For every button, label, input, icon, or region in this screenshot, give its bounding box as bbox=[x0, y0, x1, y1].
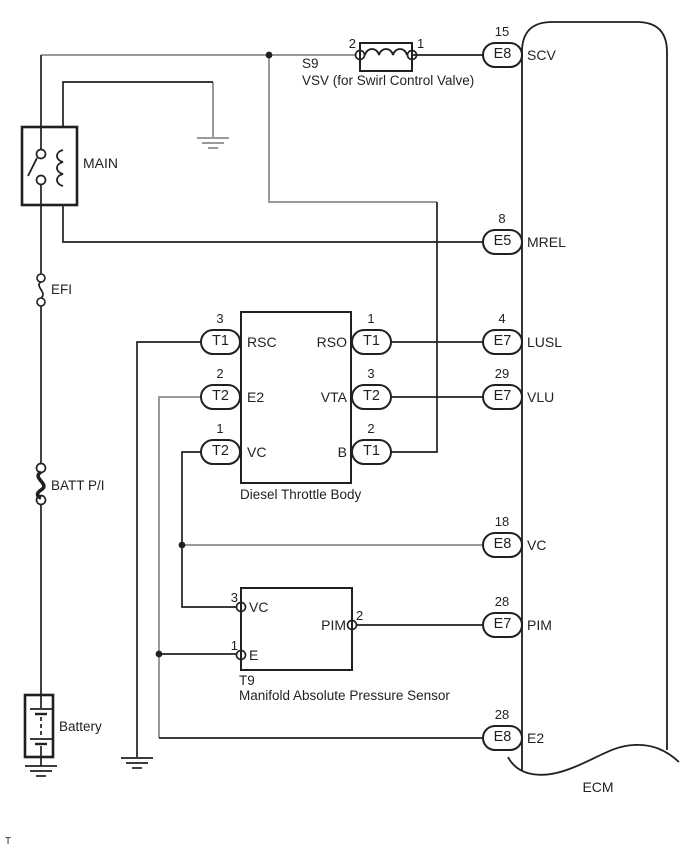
ecm-connector-oval: E7 bbox=[482, 384, 523, 410]
ecm-signal-label: LUSL bbox=[527, 334, 563, 350]
ecm-pin-number: 8 bbox=[498, 211, 506, 226]
main-relay-label: MAIN bbox=[83, 155, 118, 171]
ecm-connector-oval: E8 bbox=[482, 532, 523, 558]
throttle-body-label: Diesel Throttle Body bbox=[240, 487, 362, 502]
map-pin-number-pim: 2 bbox=[356, 608, 364, 623]
tb-connector-oval: T2 bbox=[200, 439, 241, 465]
ecm-connector-oval: E7 bbox=[482, 612, 523, 638]
efi-fuse-symbol bbox=[36, 273, 46, 307]
wires-black bbox=[25, 54, 483, 777]
junction-vsv bbox=[265, 51, 273, 59]
ecm-connector-oval: E8 bbox=[482, 725, 523, 751]
ecm-pin-number: 28 bbox=[494, 594, 510, 609]
vsv-coil-symbol bbox=[364, 48, 408, 56]
map-signal-pim: PIM bbox=[321, 617, 346, 633]
ecm-pin-number: 18 bbox=[494, 514, 510, 529]
map-terminal-vc bbox=[235, 601, 247, 613]
tb-signal-label: RSO bbox=[316, 334, 347, 350]
ecm-pin-number: 28 bbox=[494, 707, 510, 722]
map-sensor-code: T9 bbox=[239, 673, 255, 688]
vsv-code: S9 bbox=[302, 56, 319, 71]
tb-left-pin-number: 1 bbox=[216, 421, 224, 436]
vsv-pin-number-1: 1 bbox=[417, 36, 425, 51]
main-relay-box bbox=[20, 125, 79, 207]
tb-signal-label: VC bbox=[247, 444, 267, 460]
ecm-signal-label: E2 bbox=[527, 730, 545, 746]
tb-signal-label: E2 bbox=[247, 389, 265, 405]
wire-mrel bbox=[62, 205, 483, 243]
ground-symbol-rsc bbox=[121, 757, 153, 769]
map-terminal-e bbox=[235, 649, 247, 661]
ground-symbol-relay bbox=[197, 137, 229, 149]
ecm-pin-number: 29 bbox=[494, 366, 510, 381]
tb-signal-label: VTA bbox=[320, 389, 347, 405]
vsv-terminal-1 bbox=[406, 49, 418, 61]
battery-box bbox=[23, 693, 55, 759]
ground-symbol-battery bbox=[25, 765, 57, 777]
tb-right-pin-number: 1 bbox=[367, 311, 375, 326]
tb-right-pin-number: 3 bbox=[367, 366, 375, 381]
wire-b-up bbox=[391, 202, 438, 453]
ecm-connector-oval: E7 bbox=[482, 329, 523, 355]
tb-right-pin-number: 2 bbox=[367, 421, 375, 436]
tb-left-pin-number: 2 bbox=[216, 366, 224, 381]
ecm-signal-label: VLU bbox=[527, 389, 555, 405]
ecm-signal-label: PIM bbox=[527, 617, 552, 633]
battery-label: Battery bbox=[59, 719, 102, 734]
relay-switch-symbol bbox=[27, 148, 47, 186]
ecm-signal-label: SCV bbox=[527, 47, 556, 63]
map-signal-vc: VC bbox=[249, 599, 269, 615]
tb-signal-label: B bbox=[337, 444, 347, 460]
ecm-signal-label: VC bbox=[527, 537, 547, 553]
map-signal-e: E bbox=[249, 647, 259, 663]
wires-gray bbox=[41, 54, 483, 738]
junction-e bbox=[155, 650, 163, 658]
ecm-connector-oval: E8 bbox=[482, 42, 523, 68]
ecm-pin-number: 4 bbox=[498, 311, 506, 326]
junction-vc bbox=[178, 541, 186, 549]
map-terminal-pim bbox=[346, 619, 358, 631]
junction-dots bbox=[155, 51, 273, 658]
tb-left-pin-number: 3 bbox=[216, 311, 224, 326]
ecm-label: ECM bbox=[582, 779, 614, 795]
tb-connector-oval: T1 bbox=[351, 329, 392, 355]
tb-connector-oval: T1 bbox=[200, 329, 241, 355]
vsv-name: VSV (for Swirl Control Valve) bbox=[302, 73, 475, 88]
batt-fusible-link-symbol bbox=[35, 462, 47, 506]
page-note: T bbox=[5, 836, 12, 847]
tb-connector-oval: T2 bbox=[200, 384, 241, 410]
map-pin-number-e: 1 bbox=[230, 638, 238, 653]
wire-coil-top bbox=[62, 81, 213, 127]
efi-fuse-label: EFI bbox=[51, 282, 73, 297]
vsv-pin-number-2: 2 bbox=[348, 36, 356, 51]
ecm-outline bbox=[507, 21, 680, 776]
ecm-pin-number: 15 bbox=[494, 24, 510, 39]
tb-connector-oval: T1 bbox=[351, 439, 392, 465]
vsv-terminal-2 bbox=[354, 49, 366, 61]
ecm-connector-oval: E5 bbox=[482, 229, 523, 255]
ecm-signal-label: MREL bbox=[527, 234, 566, 250]
wire-rsc bbox=[136, 341, 202, 757]
tb-signal-label: RSC bbox=[247, 334, 277, 350]
tb-connector-oval: T2 bbox=[351, 384, 392, 410]
map-pin-number-vc: 3 bbox=[230, 590, 238, 605]
batt-fusible-link-label: BATT P/I bbox=[51, 478, 105, 493]
wire-e2-vertical bbox=[158, 396, 202, 738]
wire-vsv-branch-to-b bbox=[268, 55, 437, 203]
ecm-torn-edge bbox=[507, 744, 680, 776]
vsv-box bbox=[359, 42, 413, 72]
map-sensor-label: Manifold Absolute Pressure Sensor bbox=[239, 688, 450, 703]
relay-coil-symbol bbox=[56, 149, 64, 187]
wire-vc-main bbox=[181, 451, 237, 608]
battery-symbol bbox=[30, 695, 52, 757]
